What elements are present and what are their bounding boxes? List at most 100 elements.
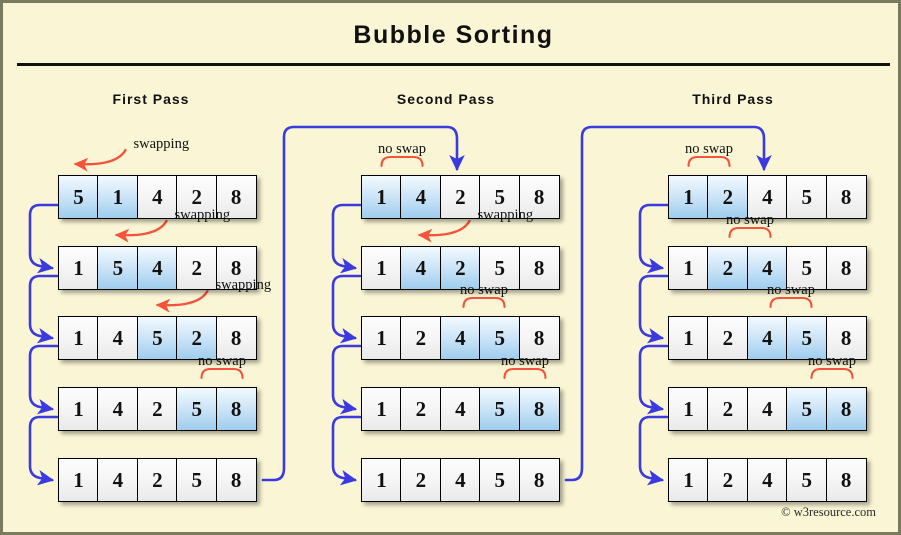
no-swap-bracket bbox=[380, 155, 424, 168]
flow-connector-step bbox=[331, 203, 362, 274]
flow-connector-step bbox=[638, 344, 669, 415]
no-swap-label: no swap bbox=[378, 141, 426, 157]
array-cell: 8 bbox=[215, 316, 257, 360]
array-cell: 2 bbox=[707, 246, 749, 290]
no-swap-bracket bbox=[810, 367, 854, 380]
pass-title-second: Second Pass bbox=[396, 91, 496, 107]
title-divider bbox=[17, 63, 890, 66]
no-swap-label: no swap bbox=[767, 282, 815, 298]
array-cell: 4 bbox=[439, 316, 481, 360]
array-cell: 5 bbox=[786, 246, 828, 290]
flow-connector-step bbox=[638, 203, 669, 274]
array-cell: 1 bbox=[97, 175, 139, 219]
array-cell: 1 bbox=[668, 316, 709, 360]
no-swap-label: no swap bbox=[726, 212, 774, 228]
array-cell: 5 bbox=[786, 175, 828, 219]
array-cell: 5 bbox=[176, 458, 218, 502]
array-cell: 5 bbox=[58, 175, 99, 219]
flow-connector-step bbox=[28, 415, 59, 486]
array-cell: 2 bbox=[400, 387, 442, 431]
array-cell: 4 bbox=[439, 387, 481, 431]
array-cell: 2 bbox=[707, 316, 749, 360]
array-cell: 8 bbox=[825, 316, 867, 360]
array-cell: 8 bbox=[518, 387, 560, 431]
array-cell: 2 bbox=[707, 175, 749, 219]
array-cell: 4 bbox=[439, 458, 481, 502]
pass-title-first: First Pass bbox=[112, 91, 190, 107]
flow-connector-step bbox=[331, 344, 362, 415]
flow-connector-step bbox=[638, 415, 669, 486]
array-cell: 5 bbox=[479, 316, 521, 360]
array-cell: 1 bbox=[361, 246, 402, 290]
no-swap-label: no swap bbox=[501, 353, 549, 369]
array-cell: 1 bbox=[668, 246, 709, 290]
array-cell: 8 bbox=[825, 175, 867, 219]
array-cell: 1 bbox=[58, 458, 99, 502]
array-cell: 5 bbox=[97, 246, 139, 290]
no-swap-bracket bbox=[462, 296, 506, 309]
array-cell: 4 bbox=[97, 387, 139, 431]
page-title: Bubble Sorting bbox=[353, 21, 554, 49]
array-cell: 2 bbox=[176, 316, 218, 360]
array-cell: 4 bbox=[746, 387, 788, 431]
array-cell: 8 bbox=[215, 387, 257, 431]
array-cell: 2 bbox=[136, 458, 178, 502]
array-cell: 8 bbox=[215, 246, 257, 290]
flow-connector-step bbox=[331, 415, 362, 486]
no-swap-bracket bbox=[503, 367, 547, 380]
array-cell: 2 bbox=[400, 316, 442, 360]
flow-connector-step bbox=[28, 203, 59, 274]
array-cell: 4 bbox=[136, 246, 178, 290]
array-cell: 2 bbox=[136, 387, 178, 431]
array-cell: 1 bbox=[361, 387, 402, 431]
array-cell: 5 bbox=[479, 246, 521, 290]
array-cell: 2 bbox=[439, 246, 481, 290]
array-cell: 1 bbox=[668, 387, 709, 431]
no-swap-bracket bbox=[728, 226, 772, 239]
array-cell: 1 bbox=[361, 175, 402, 219]
array-cell: 1 bbox=[58, 387, 99, 431]
array-cell: 8 bbox=[518, 246, 560, 290]
watermark: © w3resource.com bbox=[781, 505, 876, 519]
no-swap-bracket bbox=[687, 155, 731, 168]
pass-title-third: Third Pass bbox=[692, 91, 774, 107]
array-cell: 8 bbox=[825, 458, 867, 502]
array-cell: 4 bbox=[746, 246, 788, 290]
array-cell: 4 bbox=[97, 316, 139, 360]
swapping-label: swapping bbox=[174, 207, 231, 223]
no-swap-label: no swap bbox=[685, 141, 733, 157]
swapping-label: swapping bbox=[215, 277, 272, 293]
array-cell: 1 bbox=[668, 175, 709, 219]
swapping-label: swapping bbox=[133, 136, 190, 152]
array-cell: 4 bbox=[136, 175, 178, 219]
array-cell: 1 bbox=[361, 316, 402, 360]
array-cell: 5 bbox=[786, 458, 828, 502]
array-cell: 1 bbox=[58, 316, 99, 360]
array-cell: 5 bbox=[479, 175, 521, 219]
swapping-arrow bbox=[73, 148, 127, 172]
array-cell: 4 bbox=[97, 458, 139, 502]
array-cell: 4 bbox=[400, 175, 442, 219]
array-cell: 8 bbox=[215, 175, 257, 219]
array-cell: 4 bbox=[746, 316, 788, 360]
array-cell: 5 bbox=[479, 458, 521, 502]
array-cell: 4 bbox=[746, 458, 788, 502]
flow-connector-step bbox=[638, 274, 669, 344]
array-cell: 2 bbox=[400, 458, 442, 502]
no-swap-label: no swap bbox=[198, 353, 246, 369]
no-swap-bracket bbox=[200, 367, 244, 380]
array-cell: 1 bbox=[361, 458, 402, 502]
array-cell: 8 bbox=[518, 458, 560, 502]
